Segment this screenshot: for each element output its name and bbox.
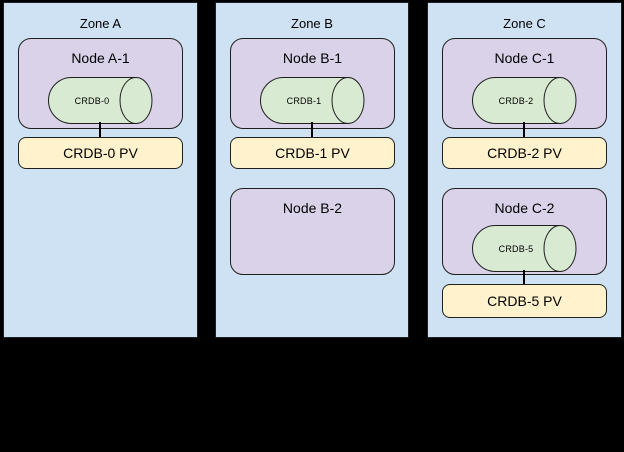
- node-b2-label: Node B-2: [282, 200, 343, 216]
- node-c1-label: Node C-1: [494, 50, 555, 66]
- database-cylinder-icon: [472, 77, 577, 124]
- crdb-5-pv-box: CRDB-5 PV: [442, 284, 607, 318]
- node-c2-label: Node C-2: [494, 200, 555, 216]
- node-a1-label: Node A-1: [71, 50, 130, 66]
- crdb-0-pv-box: CRDB-0 PV: [18, 137, 183, 169]
- crdb-0-cylinder: CRDB-0: [48, 77, 153, 124]
- database-cylinder-icon: [260, 77, 365, 124]
- zone-a: Zone A Node A-1 CRDB-0 CRDB-0 PV: [3, 2, 198, 338]
- node-c1: Node C-1 CRDB-2: [442, 38, 607, 129]
- crdb-1-label: CRDB-1: [286, 95, 322, 106]
- crdb-1-pv-box: CRDB-1 PV: [230, 137, 395, 169]
- node-b1: Node B-1 CRDB-1: [230, 38, 395, 129]
- crdb-0-label: CRDB-0: [74, 95, 110, 106]
- database-cylinder-icon: [472, 225, 577, 272]
- connector-line: [523, 270, 525, 284]
- zone-c-label: Zone C: [503, 16, 546, 31]
- crdb-1-pv-label: CRDB-1 PV: [275, 145, 350, 161]
- crdb-5-pv-label: CRDB-5 PV: [487, 293, 562, 309]
- node-b1-label: Node B-1: [282, 50, 343, 66]
- crdb-5-label: CRDB-5: [498, 243, 534, 254]
- connector-line: [311, 122, 313, 137]
- crdb-2-cylinder: CRDB-2: [472, 77, 577, 124]
- crdb-2-pv-box: CRDB-2 PV: [442, 137, 607, 169]
- node-b2: Node B-2: [230, 188, 395, 275]
- crdb-5-cylinder: CRDB-5: [472, 225, 577, 272]
- crdb-0-pv-label: CRDB-0 PV: [63, 145, 138, 161]
- zone-c: Zone C Node C-1 CRDB-2 CRDB-2 PV Node C-…: [427, 2, 622, 338]
- connector-line: [523, 122, 525, 137]
- database-cylinder-icon: [48, 77, 153, 124]
- zone-b-label: Zone B: [291, 16, 333, 31]
- node-c2: Node C-2 CRDB-5: [442, 188, 607, 275]
- zone-b: Zone B Node B-1 CRDB-1 CRDB-1 PV Node B-…: [215, 2, 409, 338]
- zone-a-label: Zone A: [79, 16, 122, 31]
- crdb-2-label: CRDB-2: [498, 95, 534, 106]
- crdb-1-cylinder: CRDB-1: [260, 77, 365, 124]
- crdb-2-pv-label: CRDB-2 PV: [487, 145, 562, 161]
- node-a1: Node A-1 CRDB-0: [18, 38, 183, 129]
- connector-line: [99, 122, 101, 137]
